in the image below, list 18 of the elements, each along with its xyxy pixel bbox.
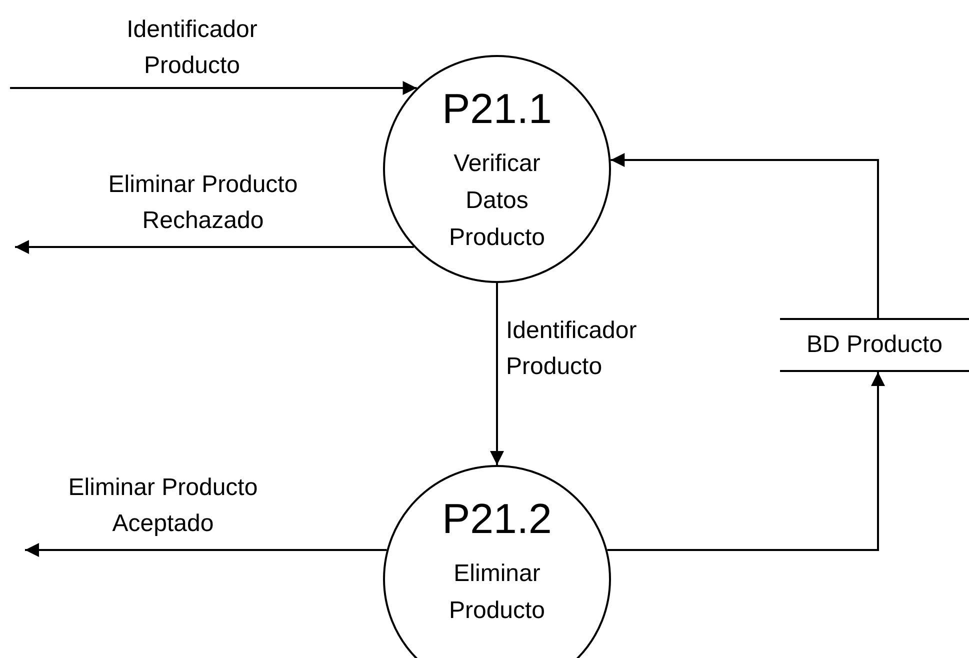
process-number: P21.1 (442, 85, 552, 133)
arrow (607, 372, 885, 551)
process-number: P21.2 (442, 495, 552, 543)
process-name: Verificar Datos Producto (448, 149, 546, 253)
edge-label: Identificador Producto (126, 15, 258, 81)
data-store-name: BD Producto (806, 331, 943, 359)
arrow (10, 81, 417, 95)
arrow (610, 153, 879, 318)
process-circle (383, 55, 611, 283)
data-store (780, 318, 969, 372)
process-name: Eliminar Producto (448, 559, 546, 626)
edge-label: Eliminar Producto Aceptado (67, 473, 259, 539)
edge-label: Eliminar Producto Rechazado (107, 170, 299, 236)
arrow (15, 240, 414, 254)
arrow (25, 543, 387, 557)
arrow (490, 283, 504, 465)
process-circle (383, 465, 611, 658)
edge-label: Identificador Producto (506, 316, 638, 382)
